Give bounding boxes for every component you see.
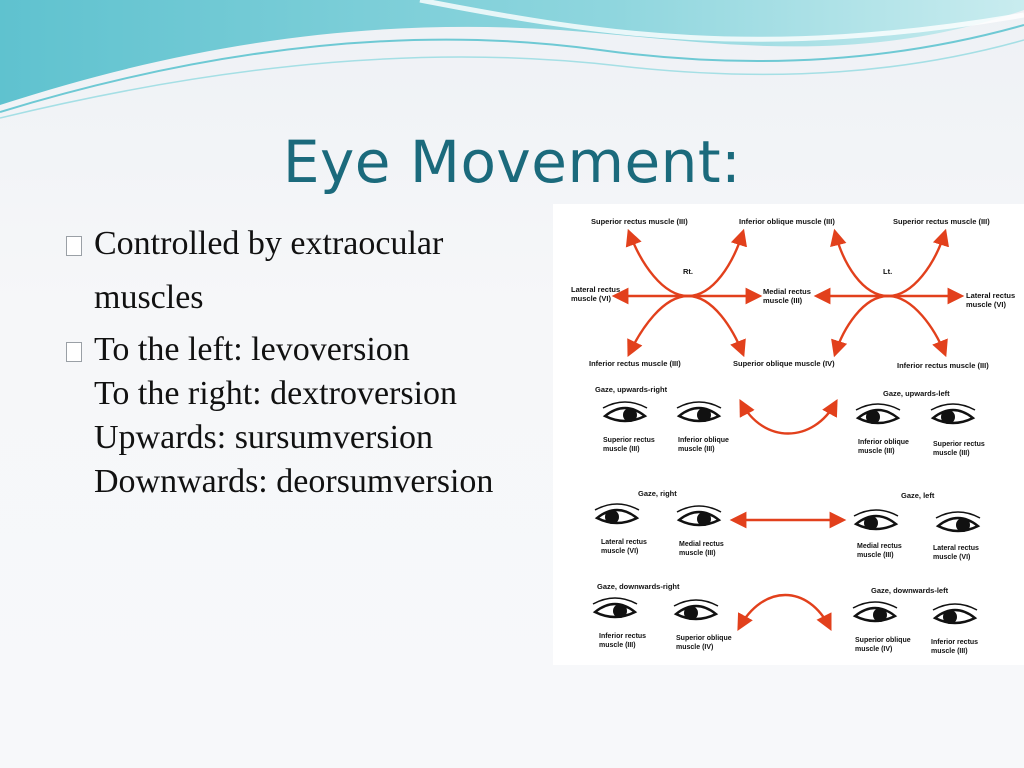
row2-label: muscle (III) xyxy=(679,550,716,557)
gaze-down-left-label: Gaze, downwards-left xyxy=(871,586,949,595)
row1-label: Inferior oblique xyxy=(858,439,909,446)
bullet-item: Controlled by extraocular muscles xyxy=(64,222,564,320)
row3-label: Inferior rectus xyxy=(931,639,978,646)
eye-icon xyxy=(929,402,977,426)
row2-label: Medial rectus xyxy=(679,541,724,548)
bullet-line: To the left: levoversion xyxy=(94,331,410,368)
row2-label: muscle (III) xyxy=(857,552,894,559)
eye-icon xyxy=(854,402,902,426)
row3-label: Superior oblique xyxy=(676,635,732,642)
label-lateral-rectus-right-2: muscle (VI) xyxy=(966,300,1007,309)
label-lateral-rectus-right-1: Lateral rectus xyxy=(966,291,1015,300)
bullet-line: To the right: dextroversion xyxy=(94,375,458,412)
row3-label: muscle (IV) xyxy=(855,646,892,653)
bullet-line: muscles xyxy=(94,279,204,316)
label-lateral-rectus-left-1: Lateral rectus xyxy=(571,285,620,294)
row3-label: muscle (III) xyxy=(599,642,636,649)
row1-label: muscle (III) xyxy=(678,446,715,453)
eye-icon xyxy=(852,508,900,532)
bullet-marker-icon xyxy=(66,342,82,362)
row2-label: Lateral rectus xyxy=(933,545,979,552)
gaze-up-arrow xyxy=(739,399,838,435)
gaze-down-right-label: Gaze, downwards-right xyxy=(597,582,680,591)
slide-title: Eye Movement: xyxy=(282,128,742,196)
muscle-action-arrows xyxy=(611,228,965,358)
eye-muscle-diagram: Superior rectus muscle (III) Inferior ob… xyxy=(553,204,1024,665)
row1-label: Superior rectus xyxy=(933,441,985,448)
label-superior-oblique: Superior oblique muscle (IV) xyxy=(733,359,835,368)
eye-icon xyxy=(672,598,720,622)
bullet-line: Downwards: deorsumversion xyxy=(94,463,494,500)
label-inferior-rectus: Inferior rectus muscle (III) xyxy=(589,359,681,368)
row1-label: Superior rectus xyxy=(603,437,655,444)
bullet-marker-icon xyxy=(66,236,82,256)
eye-icon xyxy=(601,400,649,424)
bullet-line: Upwards: sursumversion xyxy=(94,419,434,456)
bullet-list: Controlled by extraocular muscles To the… xyxy=(64,222,564,504)
header-wave-decoration xyxy=(0,0,1024,119)
row2-label: muscle (VI) xyxy=(601,548,638,555)
bullet-line: Controlled by extraocular xyxy=(94,225,444,262)
eye-icon xyxy=(591,596,639,620)
row1-label: muscle (III) xyxy=(933,450,970,457)
label-lateral-rectus-left-2: muscle (VI) xyxy=(571,294,612,303)
label-lt: Lt. xyxy=(883,267,892,276)
gaze-down-arrow xyxy=(737,593,832,632)
row3-label: Inferior rectus xyxy=(599,633,646,640)
row1-label: muscle (III) xyxy=(858,448,895,455)
gaze-right-label: Gaze, right xyxy=(638,489,677,498)
row2-label: Medial rectus xyxy=(857,543,902,550)
label-medial-rectus-1: Medial rectus xyxy=(763,287,811,296)
label-inferior-oblique: Inferior oblique muscle (III) xyxy=(739,217,835,226)
row3-label: muscle (III) xyxy=(931,648,968,655)
label-inferior-rectus-right: Inferior rectus muscle (III) xyxy=(897,361,989,370)
label-superior-rectus-right: Superior rectus muscle (III) xyxy=(893,217,990,226)
label-superior-rectus-left: Superior rectus muscle (III) xyxy=(591,217,688,226)
label-rt: Rt. xyxy=(683,267,693,276)
gaze-left-label: Gaze, left xyxy=(901,491,935,500)
row2-label: Lateral rectus xyxy=(601,539,647,546)
bullet-item: To the left: levoversion To the right: d… xyxy=(64,328,564,504)
row2-label: muscle (VI) xyxy=(933,554,970,561)
row3-label: muscle (IV) xyxy=(676,644,713,651)
row3-label: Superior oblique xyxy=(855,637,911,644)
eye-icon xyxy=(931,602,979,626)
gaze-up-left-label: Gaze, upwards-left xyxy=(883,389,950,398)
eye-icon xyxy=(593,502,641,526)
row1-label: muscle (III) xyxy=(603,446,640,453)
eye-icon xyxy=(934,510,982,534)
label-medial-rectus-2: muscle (III) xyxy=(763,296,803,305)
eye-icon xyxy=(675,400,723,424)
gaze-up-right-label: Gaze, upwards-right xyxy=(595,385,668,394)
row1-label: Inferior oblique xyxy=(678,437,729,444)
eye-icon xyxy=(851,600,899,624)
eye-icon xyxy=(675,504,723,528)
